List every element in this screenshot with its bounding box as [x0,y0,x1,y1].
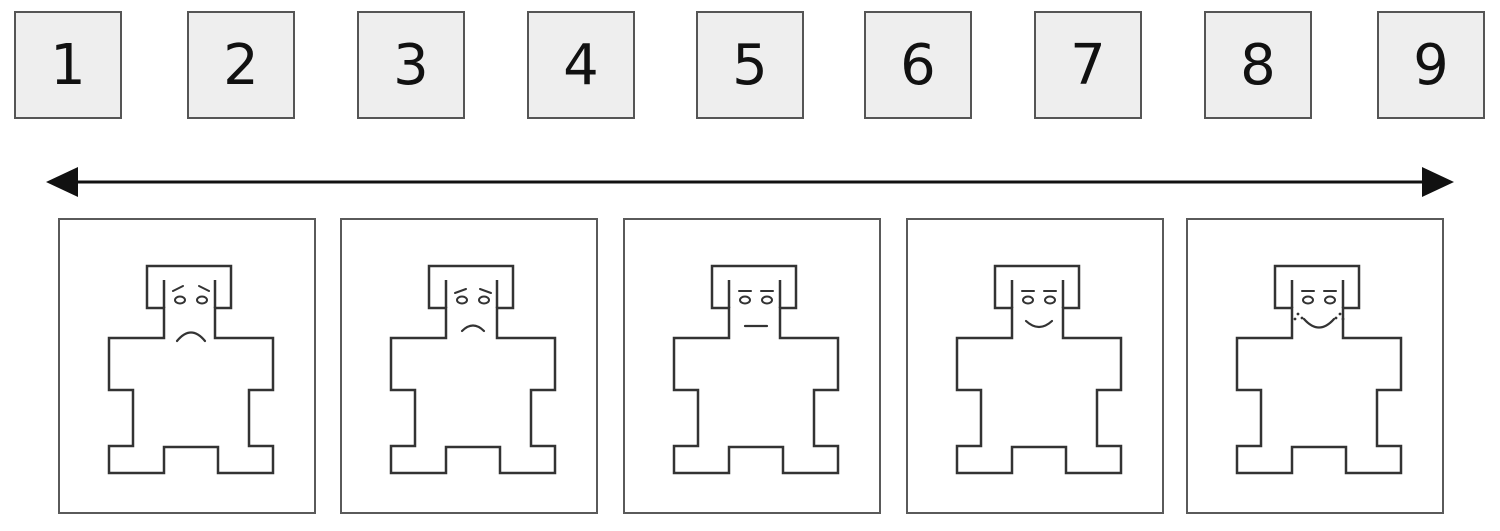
figure-eye [456,295,468,305]
figure-brow [172,285,184,292]
figure-panel-1 [58,218,316,514]
scale-option-4[interactable]: 4 [527,11,635,119]
figure-icon [107,264,275,475]
figure-cheek-dot [1293,317,1297,321]
figure-mouth [1302,317,1336,329]
figure-icon [1235,264,1403,475]
figure-panel-2 [340,218,598,514]
figure-body [955,264,1123,475]
figure-panel-3 [623,218,881,514]
figure-cheek-dot [1341,317,1345,321]
figure-icon [672,264,840,475]
figure-eye [761,295,773,305]
scale-option-6[interactable]: 6 [864,11,972,119]
figure-eye [174,295,186,305]
scale-option-3[interactable]: 3 [357,11,465,119]
figure-eye [478,295,490,305]
figure-icon [955,264,1123,475]
scale-option-1[interactable]: 1 [14,11,122,119]
figure-mouth [175,331,207,343]
scale-option-5[interactable]: 5 [696,11,804,119]
figure-body [1235,264,1403,475]
figure-eye [196,295,208,305]
figure-brow [454,288,467,294]
figure-panel-5 [1186,218,1444,514]
figure-eye [739,295,751,305]
figure-cheek-dot [1338,312,1342,316]
figure-body [672,264,840,475]
figure-brow [479,288,492,294]
figure-eye [1302,295,1314,305]
figure-cheek-dot [1300,316,1304,320]
figure-brow [198,285,210,292]
figure-eye [1324,295,1336,305]
figure-mouth [460,324,486,333]
figure-eye [1022,295,1034,305]
figure-eye [1044,295,1056,305]
scale-option-9[interactable]: 9 [1377,11,1485,119]
figure-body [389,264,557,475]
scale-option-7[interactable]: 7 [1034,11,1142,119]
figure-mouth [1024,319,1054,329]
figure-panel-4 [906,218,1164,514]
figure-icon [389,264,557,475]
scale-option-8[interactable]: 8 [1204,11,1312,119]
figure-cheek-dot [1334,316,1338,320]
scale-option-2[interactable]: 2 [187,11,295,119]
double-arrow-icon [46,167,1454,197]
figure-body [107,264,275,475]
figure-cheek-dot [1296,312,1300,316]
